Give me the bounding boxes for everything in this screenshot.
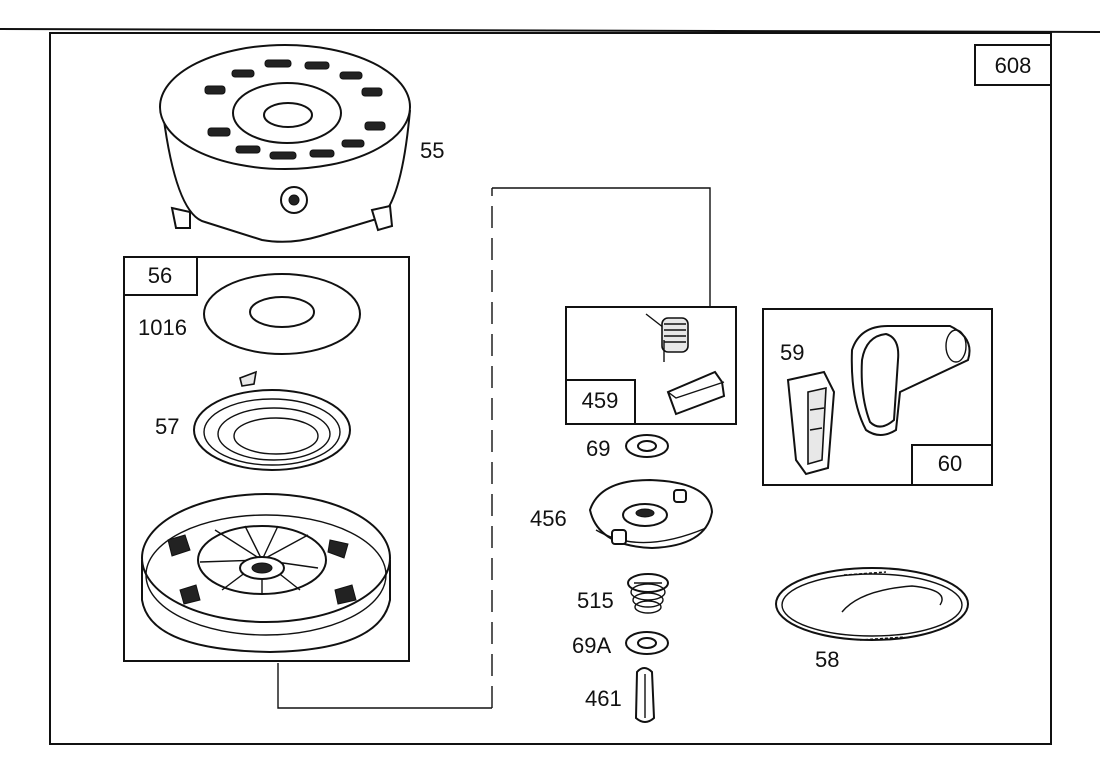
pawl-spring-drawing: [645, 313, 689, 362]
assembly-leader-lines: [277, 187, 711, 709]
label-459: 459: [582, 388, 619, 413]
pin-461-drawing: [634, 667, 656, 723]
washer-1016-drawing: [203, 273, 361, 355]
handle-kit-box: 60 59: [762, 308, 993, 486]
spring-57-drawing: [193, 370, 351, 471]
starter-housing-drawing: [159, 44, 411, 243]
label-56: 56: [148, 263, 172, 288]
pulley-kit-box: 56: [123, 256, 410, 662]
assembly-number-box: 608: [974, 44, 1052, 86]
label-456: 456: [530, 506, 567, 531]
washer-69-drawing: [625, 434, 669, 458]
label-515: 515: [577, 588, 614, 613]
label-60: 60: [938, 451, 962, 476]
label-59: 59: [780, 340, 804, 365]
pawl-drawing: [666, 370, 726, 416]
spring-515-drawing: [627, 573, 669, 614]
label-57: 57: [155, 414, 179, 439]
pulley-drawing: [141, 493, 391, 654]
label-69a: 69A: [572, 633, 611, 658]
label-461: 461: [585, 686, 622, 711]
handle-drawing: [850, 324, 971, 436]
label-1016: 1016: [138, 315, 187, 340]
label-58: 58: [815, 647, 839, 672]
label-55: 55: [420, 138, 444, 163]
assembly-number: 608: [995, 53, 1032, 78]
retainer-456-drawing: [588, 478, 714, 550]
outer-frame: [0, 28, 1100, 745]
rope-58-drawing: [775, 567, 969, 641]
label-69: 69: [586, 436, 610, 461]
washer-69a-drawing: [625, 631, 669, 655]
pawl-kit-box: 459: [565, 306, 737, 425]
grip-insert-drawing: [786, 370, 836, 476]
